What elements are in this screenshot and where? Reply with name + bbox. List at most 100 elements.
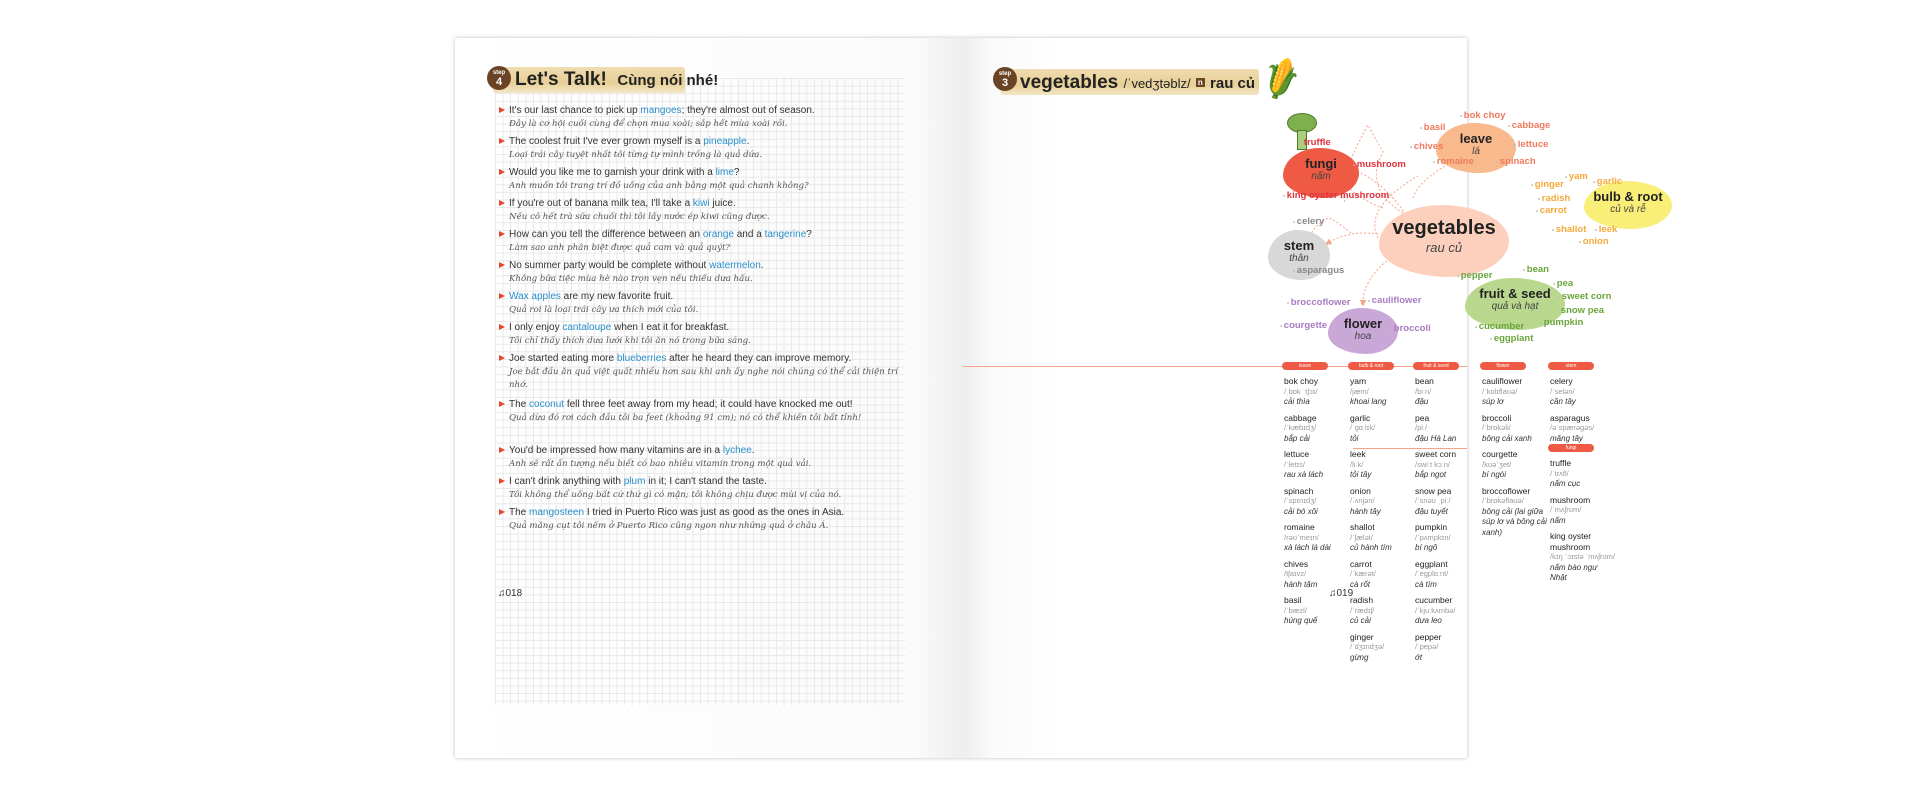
vocab-meaning: cà tím xyxy=(1415,579,1437,589)
grid-background xyxy=(495,78,905,705)
word-fruit: pumpkin xyxy=(1540,317,1584,328)
vocab-entry: broccoli/ˈbrɒkəli/bông cải xanh xyxy=(1482,413,1548,445)
word-bulb: shallot xyxy=(1552,224,1587,235)
section-label-fungi: fungi xyxy=(1548,444,1594,452)
vocab-meaning: củ hành tím xyxy=(1350,543,1392,552)
highlighted-word: lychee xyxy=(722,445,752,456)
vocab-word: sweet corn xyxy=(1415,449,1457,459)
vocab-word: pea xyxy=(1415,412,1430,423)
vocab-entry: onion/ˈʌnjən/hành tây xyxy=(1350,486,1416,518)
divider xyxy=(1353,448,1467,449)
vocab-word: cucumber xyxy=(1415,595,1453,605)
vocab-word: celery xyxy=(1550,376,1573,386)
vocab-entry: courgette/kʊəˈʒet/bí ngòi xyxy=(1482,449,1548,481)
sentence-item: How can you tell the difference between … xyxy=(498,228,903,255)
vocab-ipa: /liːk/ xyxy=(1350,459,1364,469)
word-flower: broccoli xyxy=(1390,323,1431,334)
word-fungi: mushroom xyxy=(1353,159,1406,170)
word-leave: chives xyxy=(1410,141,1444,152)
sentence-vietnamese: Nếu cô hết trà sữa chuối thì tôi lấy nướ… xyxy=(509,211,770,222)
title-ipa: /ˈvedʒtəblz/ xyxy=(1123,76,1191,91)
vocab-meaning: húng quế xyxy=(1284,616,1318,625)
category-vi: lá xyxy=(1472,146,1480,157)
page-title-vi: Cùng nói nhé! xyxy=(617,72,719,89)
vocab-meaning: cà rốt xyxy=(1350,579,1371,589)
vocab-entry: snow pea/ˈsnəʊ ˌpiː/đậu tuyết xyxy=(1415,486,1481,518)
vocab-entry: pea/piː/đậu Hà Lan xyxy=(1415,413,1481,445)
vocab-meaning: cải thìa xyxy=(1284,397,1310,406)
vocab-meaning: hành tăm xyxy=(1284,579,1318,589)
vocab-entry: cabbage/ˈkæbɪdʒ/bắp cải xyxy=(1284,413,1350,445)
vocab-word: leek xyxy=(1350,449,1366,459)
vocab-entry: asparagus/əˈspærəɡəs/măng tây xyxy=(1550,413,1616,445)
vocab-entry: carrot/ˈkærət/cà rốt xyxy=(1350,559,1416,591)
vocab-word: onion xyxy=(1350,485,1371,496)
vocab-ipa: /piː/ xyxy=(1415,423,1428,432)
page-number: ♫019 xyxy=(1329,588,1354,599)
vocab-word: courgette xyxy=(1482,449,1518,459)
vocab-meaning: súp lơ xyxy=(1482,397,1504,406)
word-leave: spinach xyxy=(1496,156,1536,167)
vocab-word: radish xyxy=(1350,595,1374,605)
word-bulb: garlic xyxy=(1593,176,1622,187)
sentence-english: No summer party would be complete withou… xyxy=(498,259,903,273)
vocab-meaning: đậu tuyết xyxy=(1415,506,1448,516)
vocab-ipa: /ˌbɒk ˈtʃɔɪ/ xyxy=(1284,386,1318,396)
section-label-bulb-root: bulb & root xyxy=(1348,362,1394,370)
sentence-vietnamese: Đây là cơ hội cuối cùng để chọn mua xoài… xyxy=(509,118,788,129)
word-leave: bok choy xyxy=(1460,110,1506,121)
sentence-english: The coolest fruit I've ever grown myself… xyxy=(498,135,903,149)
word-fruit: eggplant xyxy=(1490,333,1534,344)
title-banner xyxy=(493,67,685,93)
title-vi: rau củ xyxy=(1210,75,1256,92)
sentence-item: It's our last chance to pick up mangoes;… xyxy=(498,104,903,131)
vocab-meaning: ớt xyxy=(1415,652,1423,662)
vocab-word: truffle xyxy=(1550,458,1572,468)
highlighted-word: blueberries xyxy=(616,353,667,364)
sentence-vietnamese: Tôi chỉ thấy thích dưa lưới khi tôi ăn n… xyxy=(509,335,751,346)
vocab-meaning: bí ngô xyxy=(1415,543,1438,552)
word-flower: courgette xyxy=(1280,320,1327,331)
vocab-entry: broccoflower/ˈbrɒkəflaʊə/bông cải (lai g… xyxy=(1482,486,1548,539)
vocab-entry: spinach/ˈspɪnɪdʒ/cải bó xôi xyxy=(1284,486,1350,518)
section-label-stem: stem xyxy=(1548,362,1594,370)
vocab-word: bok choy xyxy=(1284,376,1319,386)
vocab-ipa: /ˈletɪs/ xyxy=(1284,459,1306,469)
vocab-word: cabbage xyxy=(1284,412,1317,423)
step-label: step xyxy=(492,70,506,76)
vocab-meaning: rau xà lách xyxy=(1284,470,1324,479)
vocab-ipa: /ˈbrɒkəli/ xyxy=(1482,423,1511,432)
word-fungi: king oyster mushroom xyxy=(1283,190,1389,201)
sentence-item: Wax apples are my new favorite fruit.Quả… xyxy=(498,290,903,317)
word-bulb: radish xyxy=(1538,193,1571,204)
vocab-meaning: nấm xyxy=(1550,515,1566,525)
vocab-word: carrot xyxy=(1350,558,1372,569)
vocab-ipa: /tʃaɪvz/ xyxy=(1284,569,1307,578)
highlighted-word: Wax apples xyxy=(509,291,561,302)
divider xyxy=(963,366,1467,367)
vocab-ipa: /ˈkærət/ xyxy=(1350,569,1376,578)
word-fruit: bean xyxy=(1523,264,1549,275)
music-note-icon[interactable]: ♫ xyxy=(498,588,506,599)
title-banner xyxy=(1001,69,1259,95)
highlighted-word: mangosteen xyxy=(529,507,585,518)
sentence-item: I can't drink anything with plum in it; … xyxy=(498,475,903,502)
vocab-ipa: /ˈʃælət/ xyxy=(1350,532,1373,542)
word-bulb: leek xyxy=(1595,224,1618,235)
music-note-icon[interactable]: ♫ xyxy=(1329,588,1337,599)
word-fruit: pea xyxy=(1553,278,1573,289)
vocab-entry: shallot/ˈʃælət/củ hành tím xyxy=(1350,522,1416,554)
vocab-ipa: /ˈseləri/ xyxy=(1550,386,1575,396)
section-label-flower: flower xyxy=(1480,362,1526,370)
vocab-ipa: /ˈbæzl/ xyxy=(1284,605,1307,615)
word-fruit: sweet corn xyxy=(1558,291,1612,302)
vocab-entry: pepper/ˈpepə/ớt xyxy=(1415,632,1481,664)
sentence-item: No summer party would be complete withou… xyxy=(498,259,903,286)
vocab-entry: truffle/ˈtrʌfl/nấm cục xyxy=(1550,458,1616,490)
vocab-entry: chives/tʃaɪvz/hành tăm xyxy=(1284,559,1350,591)
